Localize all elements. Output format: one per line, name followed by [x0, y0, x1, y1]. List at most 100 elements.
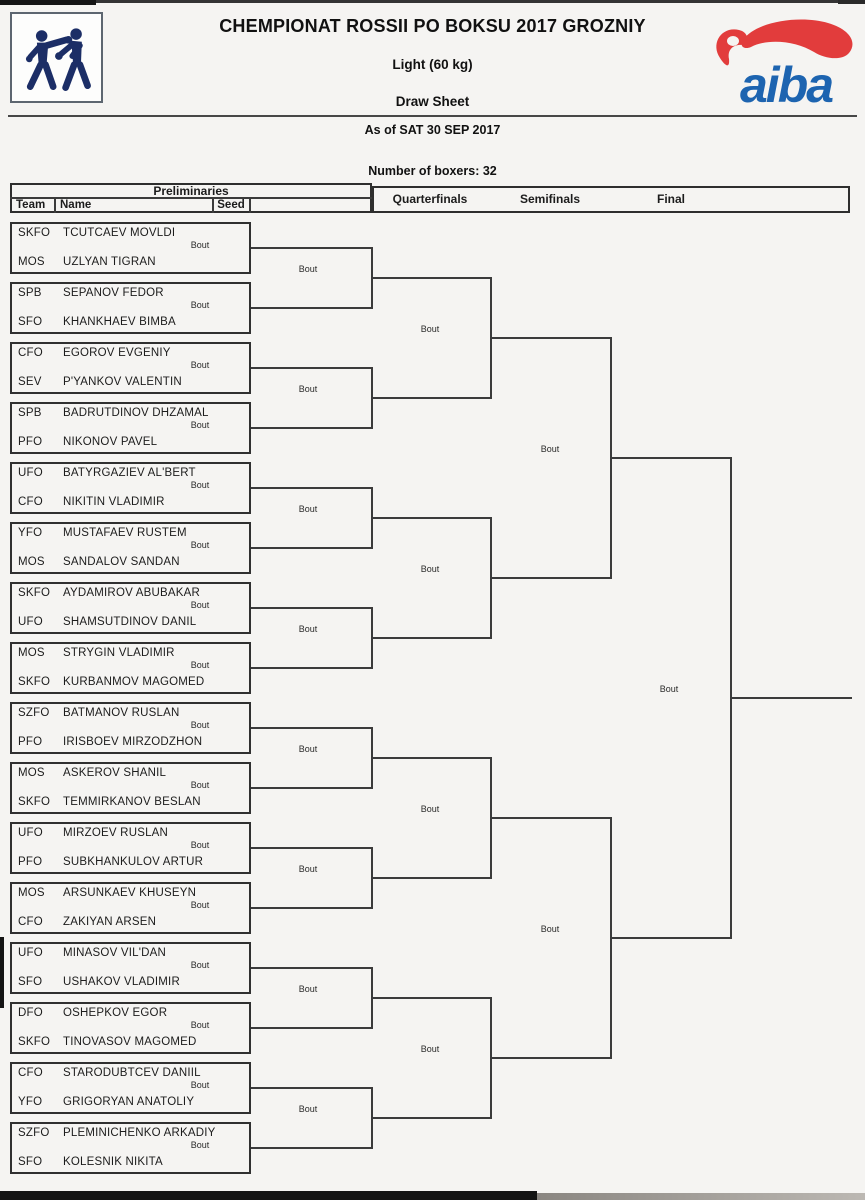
boxer-row: UFO BATYRGAZIEV AL'BERT: [12, 467, 249, 480]
team-code: SKFO: [18, 587, 51, 599]
aiba-logo: aiba: [698, 14, 860, 113]
bracket-line: [251, 487, 372, 489]
team-code: SFO: [18, 1156, 43, 1168]
boxer-name: KURBANMOV MAGOMED: [63, 676, 205, 688]
boxer-count: Number of boxers: 32: [368, 164, 497, 178]
bout-label: Bout: [298, 984, 318, 994]
bracket-line: [611, 937, 731, 939]
boxer-name: AYDAMIROV ABUBAKAR: [63, 587, 200, 599]
team-code: PFO: [18, 856, 43, 868]
seed-column-header: Seed: [217, 199, 245, 211]
team-code: SFO: [18, 316, 43, 328]
boxer-name: KHANKHAEV BIMBA: [63, 316, 176, 328]
team-code: UFO: [18, 947, 43, 959]
bracket-line: [251, 727, 372, 729]
header-row-divider: [10, 197, 372, 199]
bout-label: Bout: [190, 1020, 210, 1030]
bracket-line: [372, 277, 491, 279]
team-code: SKFO: [18, 676, 51, 688]
boxer-name: SANDALOV SANDAN: [63, 556, 180, 568]
bout-label: Bout: [298, 1104, 318, 1114]
team-code: SKFO: [18, 1036, 51, 1048]
boxer-name: SHAMSUTDINOV DANIL: [63, 616, 197, 628]
bout-label: Bout: [190, 420, 210, 430]
team-code: MOS: [18, 767, 45, 779]
boxer-name: MUSTAFAEV RUSTEM: [63, 527, 187, 539]
boxer-row: SKFO AYDAMIROV ABUBAKAR: [12, 587, 249, 600]
bout-label: Bout: [190, 1080, 210, 1090]
boxer-name: NIKITIN VLADIMIR: [63, 496, 165, 508]
bout-label: Bout: [659, 684, 679, 694]
team-code: YFO: [18, 1096, 43, 1108]
bout-label: Bout: [190, 720, 210, 730]
team-code: UFO: [18, 467, 43, 479]
bout-label: Bout: [190, 600, 210, 610]
final-column-header: Final: [656, 192, 686, 206]
bracket-line: [372, 877, 491, 879]
weight-class: Light (60 kg): [392, 57, 473, 72]
boxer-row: SFO KOLESNIK NIKITA: [12, 1156, 249, 1169]
as-of-date: As of SAT 30 SEP 2017: [364, 123, 501, 137]
boxer-name: BADRUTDINOV DHZAMAL: [63, 407, 209, 419]
bracket-line: [611, 457, 731, 459]
boxer-name: SEPANOV FEDOR: [63, 287, 164, 299]
boxers-icon: [25, 28, 91, 91]
team-column-divider: [54, 198, 56, 213]
boxer-name: NIKONOV PAVEL: [63, 436, 158, 448]
bout-label: Bout: [190, 480, 210, 490]
boxer-name: STRYGIN VLADIMIR: [63, 647, 175, 659]
bout-label: Bout: [190, 660, 210, 670]
boxer-name: KOLESNIK NIKITA: [63, 1156, 163, 1168]
bout-label: Bout: [420, 1044, 440, 1054]
boxer-name: OSHEPKOV EGOR: [63, 1007, 168, 1019]
bracket-line: [491, 577, 611, 579]
bracket-line: [491, 337, 611, 339]
boxer-name: BATYRGAZIEV AL'BERT: [63, 467, 196, 479]
boxer-name: PLEMINICHENKO ARKADIY: [63, 1127, 216, 1139]
bracket-line: [251, 307, 372, 309]
team-code: CFO: [18, 347, 43, 359]
bracket-line: [251, 1027, 372, 1029]
bracket-line: [251, 1087, 372, 1089]
preliminaries-label: Preliminaries: [153, 184, 229, 198]
boxer-name: USHAKOV VLADIMIR: [63, 976, 180, 988]
name-column-header: Name: [60, 199, 92, 211]
semifinals-column-header: Semifinals: [519, 192, 581, 206]
bracket-line: [251, 427, 372, 429]
boxer-name: BATMANOV RUSLAN: [63, 707, 180, 719]
bracket-line: [372, 397, 491, 399]
bracket-line: [372, 1117, 491, 1119]
team-code: PFO: [18, 736, 43, 748]
bracket-line: [372, 757, 491, 759]
boxer-name: TCUTCAEV MOVLDI: [63, 227, 176, 239]
sheet-type: Draw Sheet: [395, 94, 470, 109]
bracket-line: [251, 247, 372, 249]
boxer-name: P'YANKOV VALENTIN: [63, 376, 182, 388]
bout-label: Bout: [190, 540, 210, 550]
